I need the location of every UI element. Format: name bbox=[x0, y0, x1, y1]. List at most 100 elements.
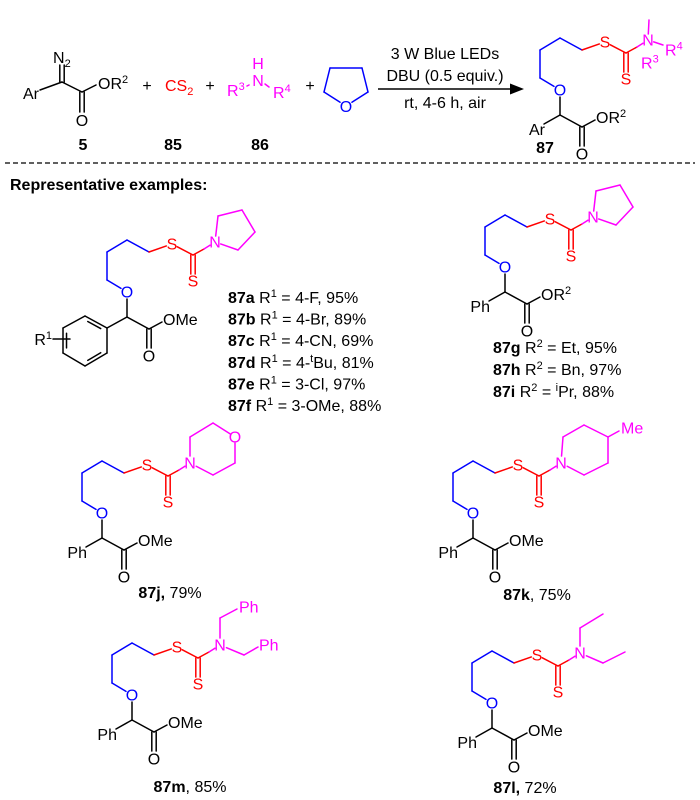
bond bbox=[472, 537, 496, 551]
text-part: Bu, 81% bbox=[313, 355, 373, 372]
bond bbox=[513, 732, 528, 741]
reaction-condition: DBU (0.5 equiv.) bbox=[386, 68, 503, 85]
thioether-sulfur: S bbox=[142, 458, 153, 475]
bond bbox=[557, 659, 570, 667]
text-part: = 4-F, 95% bbox=[277, 290, 358, 307]
thioether-sulfur: S bbox=[600, 35, 611, 52]
thf-oxygen: O bbox=[340, 99, 352, 116]
bond bbox=[148, 245, 168, 253]
bond bbox=[178, 465, 186, 471]
compound-label-86: 86 bbox=[251, 137, 269, 154]
ether-oxygen: O bbox=[486, 696, 498, 713]
superscript: 4 bbox=[285, 83, 291, 95]
methyl-label: Me bbox=[621, 421, 643, 438]
carbon-disulfide: CS2 bbox=[165, 78, 193, 98]
compound-label-87: 87 bbox=[536, 140, 554, 157]
text-part: 87a bbox=[228, 290, 255, 307]
text-part: R bbox=[665, 43, 677, 60]
text-part: = bbox=[537, 384, 555, 401]
ester-label: OMe bbox=[509, 533, 544, 550]
thione-sulfur: S bbox=[566, 249, 577, 266]
bond bbox=[568, 655, 576, 661]
carbonyl-oxygen: O bbox=[148, 752, 160, 769]
example-entry: 87d R1 = 4-tBu, 81% bbox=[228, 353, 374, 372]
bond bbox=[203, 244, 211, 250]
pyrrolidine-bond bbox=[217, 209, 243, 217]
example-entry: 87f R1 = 3-OMe, 88% bbox=[228, 396, 381, 415]
pyrrolidine-bond bbox=[595, 184, 621, 192]
aryl-label: Ar bbox=[529, 122, 546, 139]
arrow-head-icon bbox=[510, 83, 524, 95]
ester-label: OR2 bbox=[541, 285, 571, 304]
nitrogen: N bbox=[252, 73, 264, 90]
text-part: 87c bbox=[228, 333, 255, 350]
superscript: 1 bbox=[267, 396, 273, 408]
bond bbox=[148, 321, 163, 330]
diazo-label: N2 bbox=[53, 50, 71, 70]
bond bbox=[197, 651, 210, 659]
amine-bond bbox=[602, 651, 626, 664]
ester-label: OMe bbox=[528, 723, 563, 740]
text-part: = 4- bbox=[278, 355, 310, 372]
superscript: 1 bbox=[272, 353, 278, 365]
ether-oxygen: O bbox=[126, 688, 138, 705]
superscript: 3 bbox=[239, 81, 245, 93]
ring-bond bbox=[84, 315, 108, 329]
superscript: 2 bbox=[620, 108, 626, 120]
bond bbox=[61, 81, 83, 93]
bond bbox=[491, 650, 515, 664]
bond bbox=[111, 682, 127, 693]
superscript: 2 bbox=[565, 285, 571, 297]
bond bbox=[581, 219, 589, 225]
bond bbox=[264, 83, 270, 88]
superscript: 4 bbox=[677, 41, 683, 53]
phenyl-label: Ph bbox=[67, 545, 87, 562]
text-part: OR bbox=[596, 110, 620, 127]
text-part: 87e bbox=[228, 376, 255, 393]
bond bbox=[554, 221, 572, 231]
text-part: = 4-Br, 89% bbox=[278, 312, 367, 329]
thione-sulfur: S bbox=[534, 495, 545, 512]
carbonyl-oxygen: O bbox=[143, 349, 155, 366]
phenyl-label: Ph bbox=[97, 727, 117, 744]
bond bbox=[452, 500, 468, 511]
superscript: t bbox=[310, 353, 313, 365]
text-part: = 4-CN, 69% bbox=[277, 333, 373, 350]
bond bbox=[570, 223, 583, 231]
bond bbox=[549, 465, 557, 471]
pyrrolidine-bond bbox=[237, 231, 256, 251]
text-part: R bbox=[256, 355, 272, 372]
compound-label-87m: 87m, 85% bbox=[154, 779, 227, 796]
carbonyl-oxygen: O bbox=[489, 570, 501, 587]
subscript: 2 bbox=[65, 58, 71, 70]
bond bbox=[526, 220, 546, 228]
bond bbox=[126, 239, 150, 253]
plus-sign: + bbox=[142, 78, 151, 95]
text-part: R bbox=[34, 332, 46, 349]
carbonyl-oxygen: O bbox=[118, 570, 130, 587]
piperidine-bond bbox=[583, 462, 609, 476]
superscript: 3 bbox=[653, 54, 659, 66]
text-part: 87g bbox=[493, 340, 521, 357]
example-entry: 87h R2 = Bn, 97% bbox=[493, 360, 621, 379]
plus-sign: + bbox=[305, 78, 314, 95]
bond bbox=[351, 91, 369, 103]
pyrrolidine-bond bbox=[219, 243, 239, 251]
bond bbox=[246, 84, 250, 87]
bond bbox=[456, 537, 474, 548]
bond bbox=[39, 81, 63, 91]
morpholine-bond bbox=[212, 422, 231, 435]
r3-label: R3 bbox=[227, 81, 245, 100]
text-part: = 3-Cl, 97% bbox=[277, 376, 365, 393]
bond bbox=[539, 77, 555, 88]
text-part: 87k bbox=[503, 587, 530, 604]
thioether-sulfur: S bbox=[167, 237, 178, 254]
thione-sulfur: S bbox=[621, 72, 632, 89]
superscript: 1 bbox=[272, 310, 278, 322]
example-entry: 87g R2 = Et, 95% bbox=[493, 338, 617, 357]
amine-bond bbox=[219, 608, 238, 619]
